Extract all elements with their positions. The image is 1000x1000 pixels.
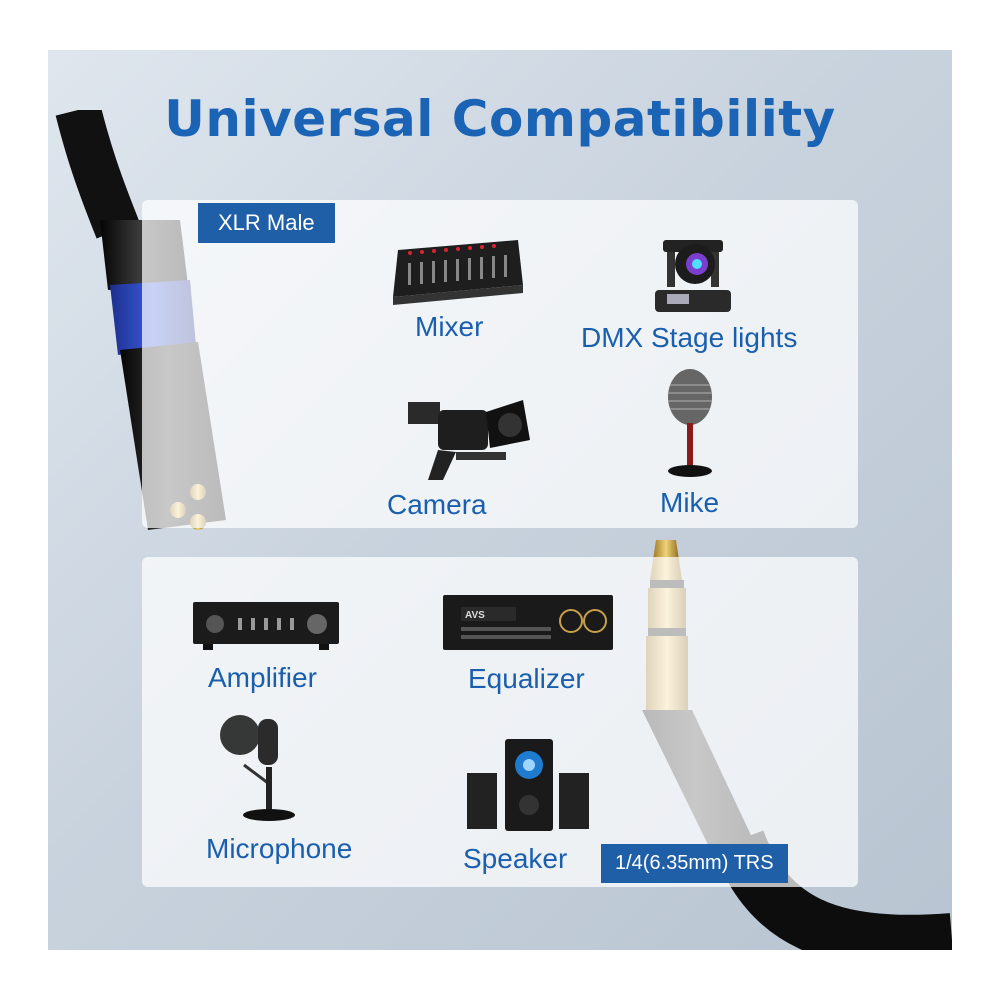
device-label-camera: Camera [387, 489, 487, 520]
product-banner: Universal Compatibility XLR Male Mixer D… [48, 50, 952, 950]
device-label-speaker: Speaker [463, 843, 568, 874]
equalizer-icon: AVS [443, 595, 613, 650]
device-label-mixer: Mixer [415, 311, 484, 342]
equalizer-brand-text: AVS [465, 610, 485, 621]
amplifier-icon [193, 602, 339, 650]
stage-light-icon [655, 240, 731, 312]
device-label-microphone: Microphone [206, 833, 353, 864]
trs-jack-tag: 1/4(6.35mm) TRS [601, 844, 788, 883]
studio-mic-icon [220, 715, 295, 821]
speaker-icon [467, 739, 589, 831]
device-label-equalizer: Equalizer [468, 663, 585, 694]
device-label-mike: Mike [660, 487, 720, 518]
device-label-amplifier: Amplifier [208, 662, 317, 693]
camera-icon [408, 400, 530, 480]
mixer-icon [393, 240, 523, 305]
page-title: Universal Compatibility [164, 90, 836, 148]
xlr-male-tag: XLR Male [198, 203, 335, 243]
vintage-mic-icon [668, 369, 712, 477]
device-label-dmx-stage-lights: DMX Stage lights [581, 322, 798, 353]
